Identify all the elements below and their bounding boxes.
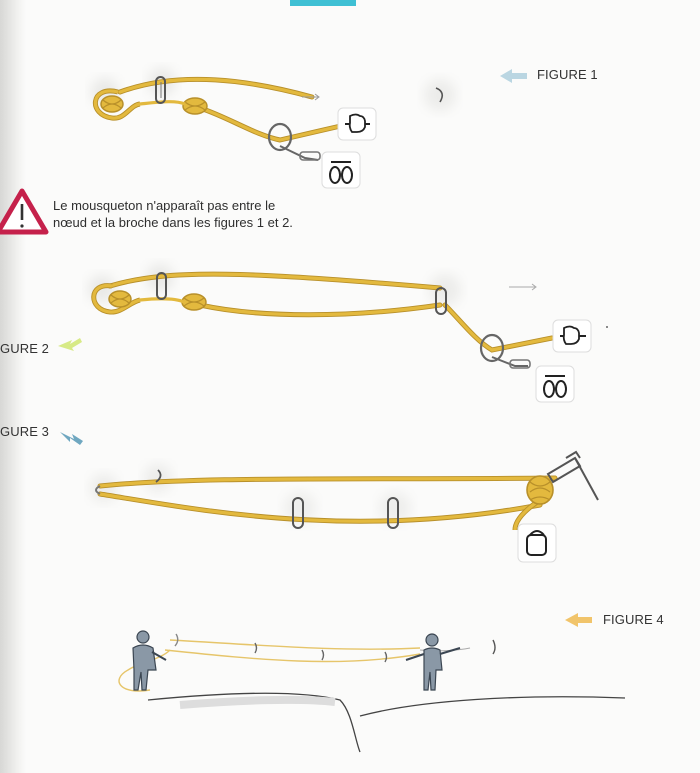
chalk-bag-icon	[517, 523, 557, 563]
figure-3-drawing	[90, 450, 599, 563]
climber-icon	[405, 633, 461, 691]
clove-hitch-knot	[526, 475, 554, 505]
page-binding-shadow	[0, 0, 26, 773]
anchor-carabiner-icon	[546, 450, 599, 501]
warning-triangle-icon	[0, 188, 49, 235]
carabiner-icon	[387, 497, 399, 529]
figure-4-label: FIGURE 4	[603, 612, 664, 627]
figure-2-drawing	[88, 264, 608, 403]
figure-1-drawing	[91, 68, 456, 189]
figure-eight-knot-left	[100, 95, 124, 113]
figure-4-drawing	[118, 630, 626, 753]
bolt-hanger-icon	[435, 87, 444, 103]
warning-note: Le mousqueton n'apparaît pas entre le nœ…	[53, 197, 343, 231]
figure-1-label: FIGURE 1	[537, 67, 598, 82]
figure-2-label: GURE 2	[0, 341, 50, 356]
figure-eight-knot-right	[182, 97, 208, 115]
figure-3-arrow-icon	[60, 432, 83, 445]
figure-1-arrow-icon	[500, 69, 527, 83]
hand-pull-icon	[337, 107, 377, 141]
warning-line-1: Le mousqueton n'apparaît pas entre le	[53, 198, 276, 213]
top-color-tab	[290, 0, 356, 6]
figure-3-label: GURE 3	[0, 424, 50, 439]
figure-4-arrow-icon	[565, 613, 592, 627]
figure-2-arrow-icon	[58, 338, 82, 351]
carabiner-icon	[292, 497, 304, 529]
carabiner-icon	[155, 76, 166, 104]
carabiner-icon	[435, 287, 447, 315]
warning-line-2: nœud et la broche dans les figures 1 et …	[53, 215, 293, 230]
harness-icon	[535, 365, 575, 403]
figure-eight-knot-right	[181, 293, 207, 311]
carabiner-icon	[156, 272, 167, 300]
climber-icon	[132, 630, 167, 691]
figure-eight-knot-left	[108, 290, 132, 308]
harness-icon	[321, 151, 361, 189]
hand-pull-icon	[552, 319, 592, 353]
